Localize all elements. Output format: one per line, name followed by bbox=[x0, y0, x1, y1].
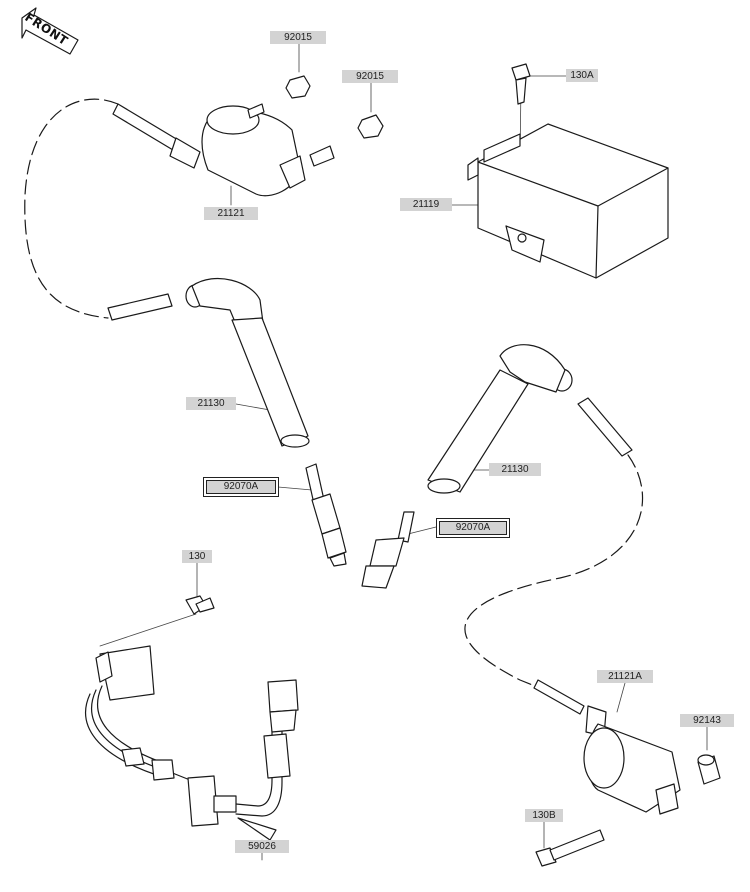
label-nut-left: 92015 bbox=[270, 31, 326, 44]
label-nut-right: 92015 bbox=[342, 70, 398, 83]
label-ignitor: 21119 bbox=[400, 198, 452, 211]
front-arrow-icon bbox=[21, 7, 79, 55]
ignitor-box bbox=[467, 123, 669, 279]
collar-92143 bbox=[697, 754, 721, 785]
ignition-coil-left bbox=[112, 103, 335, 197]
label-plug-right-text: 92070A bbox=[439, 521, 507, 535]
ht-lead-right bbox=[464, 454, 643, 689]
label-plug-right: 92070A bbox=[436, 518, 510, 538]
label-bolt-130a: 130A bbox=[566, 69, 598, 82]
label-collar: 92143 bbox=[680, 714, 734, 727]
nut-right bbox=[357, 114, 384, 139]
ht-lead-left bbox=[24, 98, 119, 319]
harness bbox=[85, 645, 299, 841]
label-cap-left: 21130 bbox=[186, 397, 236, 410]
plug-cap-right bbox=[427, 344, 573, 494]
spark-plug-left bbox=[305, 463, 347, 567]
label-plug-left-text: 92070A bbox=[206, 480, 276, 494]
nut-left bbox=[285, 75, 311, 99]
plug-cap-left bbox=[185, 277, 310, 448]
lead-sleeve-left bbox=[107, 293, 173, 321]
bolt-130b bbox=[535, 829, 605, 867]
label-coil-left: 21121 bbox=[204, 207, 258, 220]
label-bolt-130b: 130B bbox=[525, 809, 563, 822]
ignition-coil-right bbox=[533, 679, 681, 815]
bolt-130 bbox=[185, 595, 215, 615]
lead-sleeve-right bbox=[577, 397, 633, 457]
label-bolt-130: 130 bbox=[182, 550, 212, 563]
label-harness: 59026 bbox=[235, 840, 289, 853]
label-cap-right: 21130 bbox=[489, 463, 541, 476]
label-plug-left: 92070A bbox=[203, 477, 279, 497]
label-coil-right: 21121A bbox=[597, 670, 653, 683]
bolt-130a bbox=[511, 63, 531, 105]
spark-plug-right bbox=[361, 511, 415, 589]
